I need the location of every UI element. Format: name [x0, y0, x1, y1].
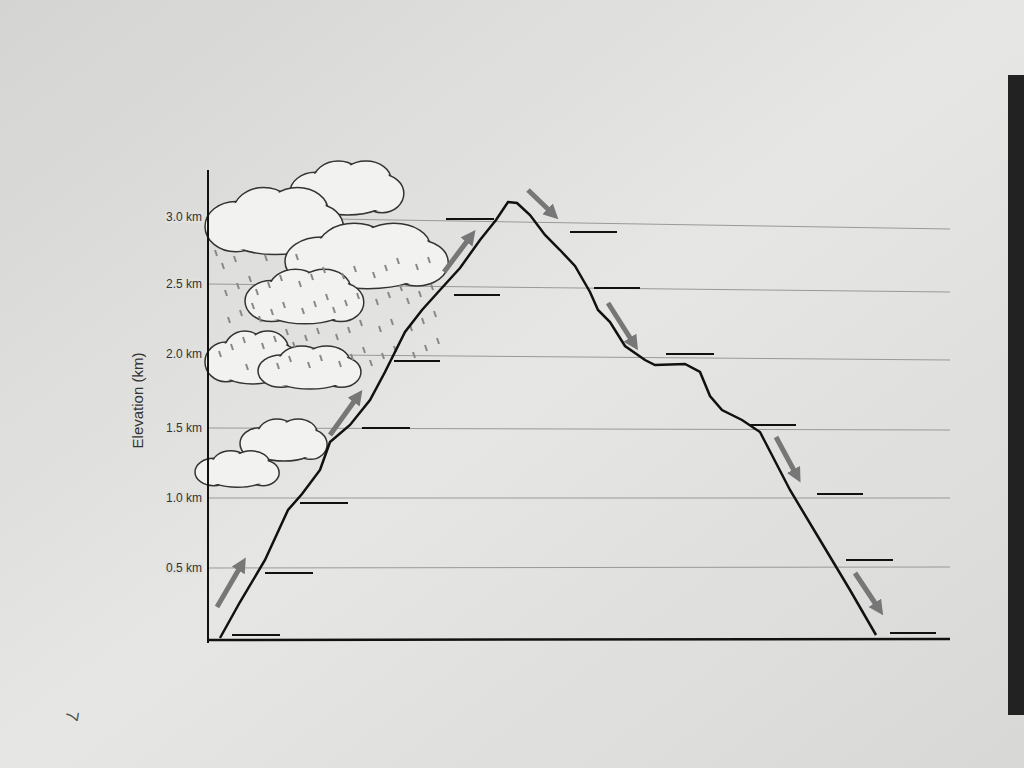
rain-dash: [265, 255, 267, 261]
rain-dash: [379, 326, 381, 332]
rain-dash: [317, 328, 319, 334]
rain-dash: [339, 361, 341, 367]
airflow-arrows: [217, 190, 879, 609]
rain-dash: [262, 343, 264, 349]
rain-dash: [237, 283, 239, 289]
rain-dash: [302, 308, 304, 314]
elevation-gridlines: [208, 217, 950, 568]
rain-dash: [320, 355, 322, 361]
answer-blanks: [232, 219, 936, 635]
rain-dash: [311, 274, 313, 280]
ground-line: [208, 639, 950, 640]
rain-dash: [336, 334, 338, 340]
rain-dash: [231, 344, 233, 350]
rain-dash: [252, 303, 254, 309]
cloud: [245, 269, 364, 324]
rain-dash: [416, 264, 418, 270]
rain-dash: [283, 302, 285, 308]
rain-dash: [240, 310, 242, 316]
rain-dash: [228, 317, 230, 323]
rain-dash: [400, 285, 402, 291]
elevation-label: 0.5 km: [165, 562, 203, 574]
rain-dash: [274, 336, 276, 342]
rain-dash: [268, 282, 270, 288]
axis-title: Elevation (km): [130, 352, 145, 448]
rain-dash: [225, 290, 227, 296]
rain-dash: [249, 276, 251, 282]
rain-dash: [385, 265, 387, 271]
elevation-label: 3.0 km: [165, 211, 203, 223]
rain-dash: [308, 362, 310, 368]
rain-dash: [419, 291, 421, 297]
rain-dash: [376, 299, 378, 305]
rain-dash: [277, 363, 279, 369]
elevation-axis: [207, 170, 209, 643]
rain-dash: [345, 300, 347, 306]
rain-dash: [354, 266, 356, 272]
rain-dashes: [215, 250, 439, 370]
rain-dash: [428, 257, 430, 263]
rain-dash: [370, 360, 372, 366]
rain-dash: [323, 267, 325, 273]
rain-dash: [413, 352, 415, 358]
rain-dash: [271, 309, 273, 315]
cloud: [258, 346, 361, 389]
rain-dash: [373, 272, 375, 278]
rain-dash: [437, 338, 439, 344]
rain-dash: [286, 329, 288, 335]
elevation-label: 2.0 km: [165, 348, 203, 360]
rain-dash: [219, 351, 221, 357]
rain-dash: [425, 345, 427, 351]
rain-dash: [388, 292, 390, 298]
rain-dash: [314, 301, 316, 307]
elevation-label: 1.0 km: [165, 492, 203, 504]
rain-dash: [256, 289, 258, 295]
rain-dash: [280, 275, 282, 281]
rain-dash: [357, 293, 359, 299]
rain-dash: [382, 353, 384, 359]
rain-dash: [326, 294, 328, 300]
rain-dash: [234, 256, 236, 262]
rain-dash: [243, 337, 245, 343]
rain-dash: [305, 335, 307, 341]
cloud-fill: [263, 291, 346, 322]
edge-bar: [1008, 75, 1024, 715]
rain-dash: [246, 364, 248, 370]
rain-dash: [289, 356, 291, 362]
mountain-outline: [220, 202, 876, 638]
rain-dash: [431, 284, 433, 290]
rain-dash: [422, 318, 424, 324]
rain-dash: [348, 327, 350, 333]
rain-dash: [259, 316, 261, 322]
cloud-fill: [208, 466, 266, 486]
elevation-label: 1.5 km: [165, 422, 203, 434]
rain-dash: [351, 354, 353, 360]
rain-dash: [299, 281, 301, 287]
rain-dash: [360, 320, 362, 326]
rain-dash: [363, 347, 365, 353]
rain-dash: [333, 307, 335, 313]
rain-dash: [391, 319, 393, 325]
rain-dash: [434, 311, 436, 317]
rain-dash: [397, 258, 399, 264]
rain-dash: [293, 342, 295, 348]
elevation-label: 2.5 km: [165, 278, 203, 290]
rain-dash: [215, 250, 217, 256]
rain-dash: [342, 273, 344, 279]
rain-dash: [407, 298, 409, 304]
rain-dash: [222, 263, 224, 269]
rain-dash: [296, 254, 298, 260]
